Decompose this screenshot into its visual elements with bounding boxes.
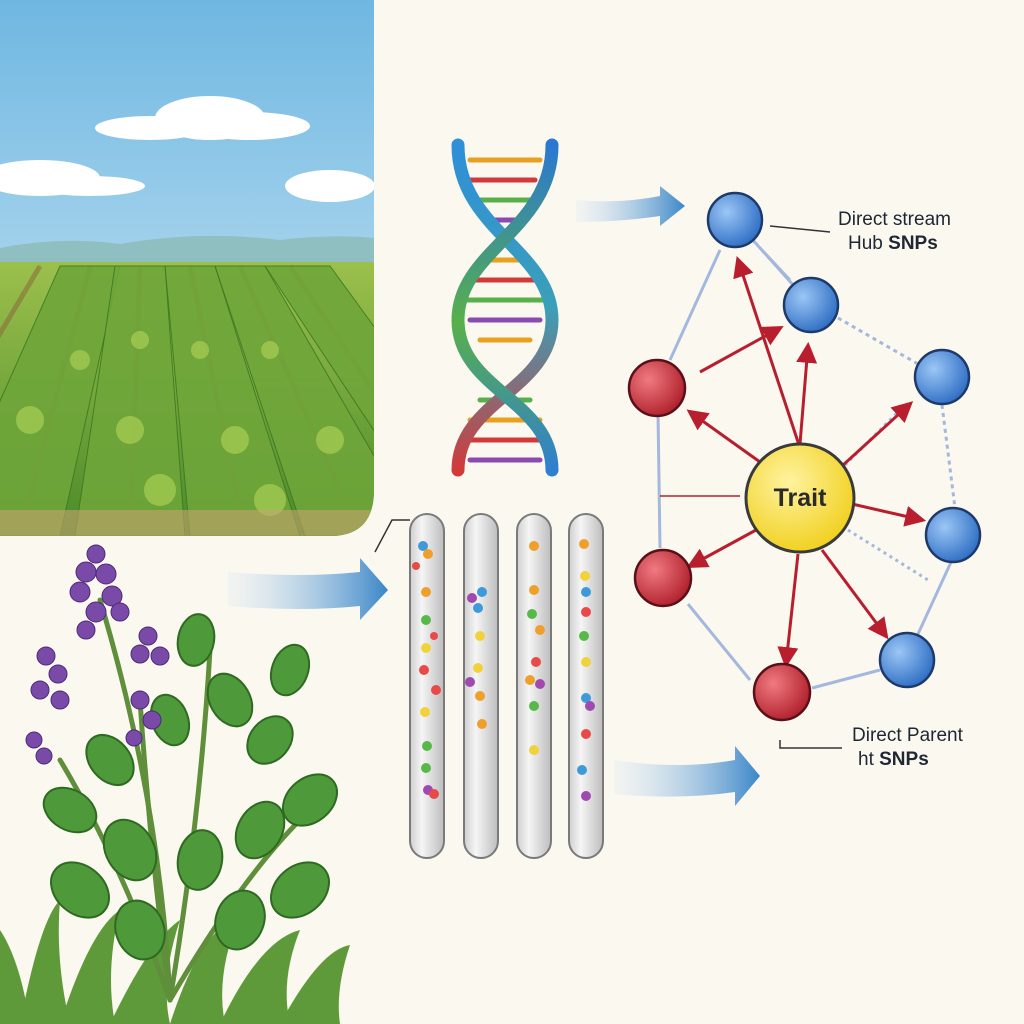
flowering-plant-illustration <box>0 544 350 1024</box>
hub-node <box>878 631 936 689</box>
chromosome-tubes <box>409 513 604 859</box>
parent-label-line2: ht SNPs <box>858 749 929 770</box>
parent-label-line1: Direct Parent <box>852 725 963 746</box>
arrow-plant-to-chromosomes-icon <box>228 558 388 620</box>
trait-node <box>744 442 856 554</box>
hub-node <box>913 348 971 406</box>
hub-label-line1: Direct stream <box>838 209 951 230</box>
hub-node <box>924 506 982 564</box>
hub-node <box>706 191 764 249</box>
chromosome-2 <box>463 513 499 859</box>
parent-node <box>627 358 687 418</box>
cloud-icon <box>0 96 374 202</box>
arrow-dna-to-network-icon <box>576 186 685 226</box>
chromosome-4 <box>568 513 604 859</box>
crop-field-panel <box>0 0 374 536</box>
dna-helix-icon <box>451 138 559 477</box>
parent-node <box>752 662 812 722</box>
arrow-chromosomes-to-network-icon <box>614 746 760 806</box>
trait-label: Trait <box>773 484 827 512</box>
chromosome-3 <box>516 513 552 859</box>
hub-label-line2: Hub SNPs <box>848 233 938 254</box>
chromosome-1 <box>409 513 445 859</box>
parent-node <box>633 548 693 608</box>
edge <box>668 249 722 361</box>
trait-network <box>374 191 982 749</box>
hub-node <box>782 276 840 334</box>
hub-snps-label: Direct stream Hub SNPs <box>838 208 951 256</box>
parent-snps-label: Direct Parent ht SNPs <box>852 724 963 772</box>
